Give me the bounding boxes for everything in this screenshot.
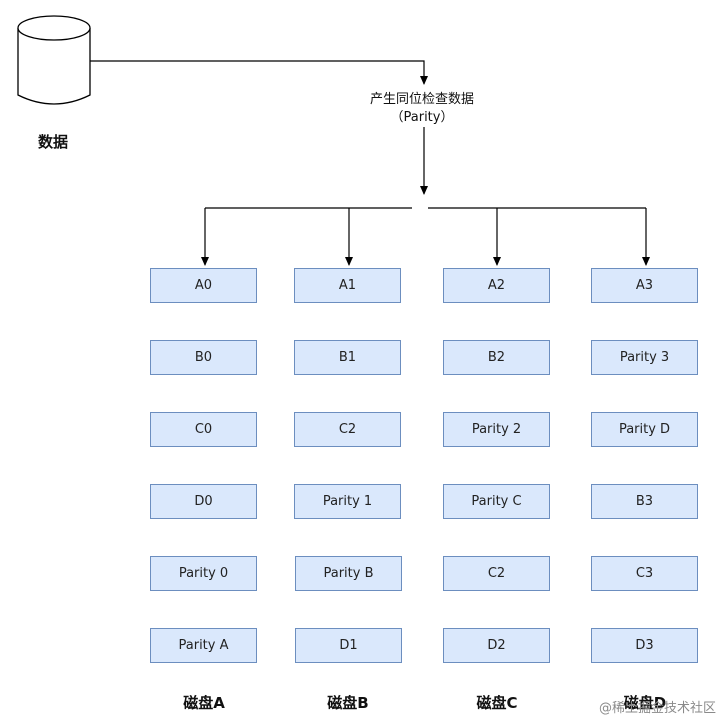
disk-c-block: C2 xyxy=(443,556,550,591)
disk-d-block: C3 xyxy=(591,556,698,591)
parity-node-subtitle: （Parity） xyxy=(390,110,454,125)
disk-b-block: D1 xyxy=(295,628,402,663)
disk-c-block: Parity 2 xyxy=(443,412,550,447)
disk-d-block: Parity 3 xyxy=(591,340,698,375)
disk-c-block: Parity C xyxy=(443,484,550,519)
disk-c-label: 磁盘C xyxy=(476,694,518,712)
watermark-text: @稀土掘金技术社区 xyxy=(598,701,716,716)
disk-b-label: 磁盘B xyxy=(327,694,369,712)
parity-node-title: 产生同位检查数据 xyxy=(369,92,474,107)
data-source-label: 数据 xyxy=(38,133,69,151)
database-cylinder-icon xyxy=(17,15,91,105)
disk-a-block: A0 xyxy=(150,268,257,303)
disk-a-block: B0 xyxy=(150,340,257,375)
parity-generator-node: 产生同位检查数据 （Parity） xyxy=(352,91,492,127)
disk-a-block: Parity A xyxy=(150,628,257,663)
disk-b-block: Parity B xyxy=(295,556,402,591)
disk-b-block: B1 xyxy=(294,340,401,375)
disk-a-block: C0 xyxy=(150,412,257,447)
disk-d-block: B3 xyxy=(591,484,698,519)
disk-a-block: Parity 0 xyxy=(150,556,257,591)
disk-b-block: A1 xyxy=(294,268,401,303)
disk-d-block: Parity D xyxy=(591,412,698,447)
disk-b-block: Parity 1 xyxy=(294,484,401,519)
disk-c-block: D2 xyxy=(443,628,550,663)
data-to-parity-arrow xyxy=(90,60,428,85)
disk-a-label: 磁盘A xyxy=(183,694,225,712)
disk-a-block: D0 xyxy=(150,484,257,519)
disk-c-block: A2 xyxy=(443,268,550,303)
disk-d-label: 磁盘D xyxy=(623,694,667,712)
disk-d-block: D3 xyxy=(591,628,698,663)
disk-d-block: A3 xyxy=(591,268,698,303)
disk-c-block: B2 xyxy=(443,340,550,375)
disk-b-block: C2 xyxy=(294,412,401,447)
